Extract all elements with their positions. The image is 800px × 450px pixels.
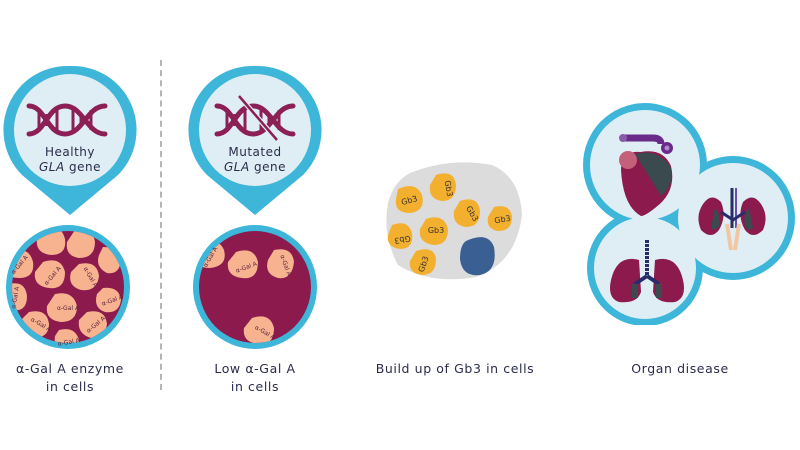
dna-icon (26, 103, 108, 137)
pin-label-line2: GLA gene (20, 160, 120, 175)
enzyme-blobs (199, 241, 294, 343)
svg-text:Gb3: Gb3 (494, 214, 512, 226)
gb3-deposits (387, 173, 512, 275)
heart-icon (619, 134, 673, 216)
healthy-gene-pin: Healthy GLA gene (0, 60, 140, 220)
pin-label-line1: Mutated (228, 145, 282, 159)
gene-name: GLA (223, 160, 250, 174)
healthy-cell: α-Gal A α-Gal A α-Gal A α-Gal A α-Gal A … (3, 222, 133, 352)
svg-text:α-Gal A: α-Gal A (57, 337, 81, 348)
caption-line1: Low α-Gal A (214, 361, 296, 376)
pin-label-line1: Healthy (44, 145, 95, 159)
step1-caption: α-Gal A enzyme in cells (0, 360, 140, 396)
caption-line1: Build up of Gb3 in cells (375, 361, 535, 376)
kidneys-icon (698, 188, 766, 251)
pin-label-line2: GLA gene (205, 160, 305, 175)
caption-line2: in cells (45, 379, 95, 394)
dna-crossed-icon (214, 94, 296, 142)
gene-suffix: gene (64, 160, 101, 174)
gb3-cell: Gb3 Gb3 Gb3 Gb3 Gb3 Gb3 Gb3 (380, 155, 530, 285)
caption-line1: Organ disease (631, 361, 729, 376)
dashed-divider (160, 60, 162, 390)
pin-shape (3, 65, 137, 215)
pin-label: Healthy GLA gene (20, 145, 120, 175)
svg-text:Gb3: Gb3 (428, 226, 444, 235)
organ-disease-cluster (575, 100, 800, 326)
caption-line1: α-Gal A enzyme (16, 361, 124, 376)
gene-suffix: gene (249, 160, 286, 174)
pin-shape (188, 65, 322, 215)
step2-caption: Low α-Gal A in cells (185, 360, 325, 396)
nucleus (460, 237, 495, 276)
svg-text:α-Gal A: α-Gal A (10, 285, 21, 309)
svg-text:Gb3: Gb3 (443, 180, 455, 198)
caption-line2: in cells (230, 379, 280, 394)
enzyme-blobs (12, 231, 121, 343)
svg-text:Gb3: Gb3 (400, 194, 418, 207)
svg-text:α-Gal A: α-Gal A (57, 305, 80, 312)
step3-caption: Build up of Gb3 in cells (360, 360, 550, 378)
mutated-gene-pin: Mutated GLA gene (185, 60, 325, 220)
lungs-icon (610, 240, 684, 303)
low-enzyme-cell: α-Gal A α-Gal A α-Gal A α-Gal A (190, 222, 320, 352)
gene-name: GLA (38, 160, 65, 174)
pin-label: Mutated GLA gene (205, 145, 305, 175)
step4-caption: Organ disease (600, 360, 760, 378)
svg-text:Gb3: Gb3 (394, 234, 412, 246)
